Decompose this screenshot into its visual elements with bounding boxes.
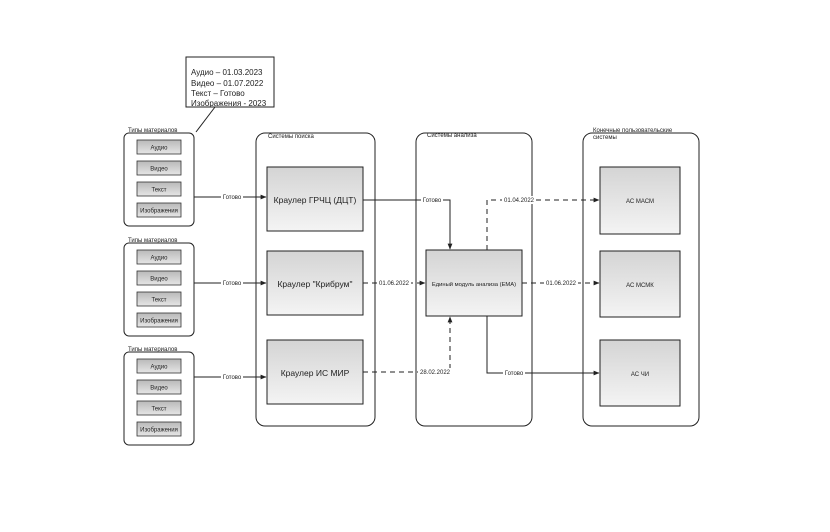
note-line-audio: Аудио – 01.03.2023 — [191, 68, 263, 77]
system-as-masm — [599, 166, 681, 235]
crawler-label: Краулер ИС МИР — [281, 368, 350, 378]
analysis-systems-title: Системы анализа — [427, 133, 477, 139]
material-item-audio — [136, 358, 182, 374]
material-item-label: Видео — [150, 386, 168, 392]
note-line-video: Видео – 01.07.2022 — [191, 79, 264, 88]
material-item-label: Аудио — [151, 256, 169, 262]
connector-group3-to-crawler3: Готово — [194, 373, 267, 381]
material-group-title: Типы материалов — [128, 347, 177, 353]
material-item-label: Изображения — [140, 428, 178, 434]
material-item-label: Изображения — [140, 319, 178, 325]
material-item-label: Видео — [150, 277, 168, 283]
edge-label: Готово — [223, 281, 242, 287]
search-systems-panel: Системы поиска Краулер ГРЧЦ (ДЦТ) Крауле… — [255, 132, 376, 427]
analysis-systems-panel: Системы анализа Единый модуль анализа (Е… — [415, 132, 533, 427]
crawler-label: Краулер "Крибрум" — [277, 279, 352, 289]
end-systems-title-line1: Конечные пользовательские — [593, 128, 673, 134]
edge-label: Готово — [423, 198, 442, 204]
search-systems-title: Системы поиска — [268, 134, 315, 140]
material-group-title: Типы материалов — [128, 238, 177, 244]
material-item-label: Аудио — [151, 146, 169, 152]
connector-group1-to-crawler1: Готово — [194, 193, 267, 201]
edge-label: Готово — [223, 195, 242, 201]
crawler-label: Краулер ГРЧЦ (ДЦТ) — [274, 195, 357, 205]
material-item-images — [136, 421, 182, 437]
edge-label: 01.06.2022 — [546, 281, 577, 287]
material-item-video — [136, 270, 182, 286]
note-line-images: Изображения - 2023 — [191, 99, 267, 108]
ema-module-label: Единый модуль анализа (ЕМА) — [432, 281, 516, 288]
connector-ema-to-chi: Готово — [486, 316, 600, 377]
edge-label: Готово — [505, 371, 524, 377]
connector-crawler3-to-ema: 28.02.2022 — [363, 316, 453, 376]
material-item-images — [136, 312, 182, 328]
ema-module — [425, 249, 523, 317]
system-label: АС ЧИ — [631, 372, 649, 378]
connector-crawler2-to-ema: 01.06.2022 — [363, 279, 426, 287]
material-item-video — [136, 160, 182, 176]
system-label: АС МАСМ — [626, 199, 654, 205]
material-item-label: Текст — [151, 407, 166, 413]
crawler-is-mir — [266, 339, 364, 405]
material-group-1: Типы материалов Аудио Видео Текст Изобра… — [123, 128, 195, 227]
connector-ema-to-msmk: 01.06.2022 — [522, 279, 600, 287]
material-item-label: Текст — [151, 188, 166, 194]
edge-label: 01.04.2022 — [504, 198, 535, 204]
system-label: АС МСМК — [626, 283, 654, 289]
release-note: Аудио – 01.03.2023 Видео – 01.07.2022 Те… — [185, 56, 275, 133]
crawler-grchc — [266, 166, 364, 232]
end-systems-panel: Конечные пользовательские системы АС МАС… — [582, 128, 700, 427]
edge-label: Готово — [223, 375, 242, 381]
material-item-images — [136, 202, 182, 218]
material-item-label: Изображения — [140, 209, 178, 215]
material-item-video — [136, 379, 182, 395]
system-as-chi — [599, 339, 681, 407]
system-as-msmk — [599, 250, 681, 318]
material-item-text — [136, 291, 182, 307]
material-item-label: Текст — [151, 298, 166, 304]
material-item-audio — [136, 249, 182, 265]
material-item-text — [136, 181, 182, 197]
material-group-title: Типы материалов — [128, 128, 177, 134]
connector-crawler1-to-ema: Готово — [363, 196, 453, 250]
material-item-label: Аудио — [151, 365, 169, 371]
end-systems-title-line2: системы — [593, 135, 617, 141]
connector-group2-to-crawler2: Готово — [194, 279, 267, 287]
edge-label: 28.02.2022 — [420, 370, 451, 376]
connector-ema-to-masm: 01.04.2022 — [486, 196, 600, 250]
material-group-2: Типы материалов Аудио Видео Текст Изобра… — [123, 238, 195, 337]
material-item-label: Видео — [150, 167, 168, 173]
note-line-text: Текст – Готово — [191, 89, 245, 98]
material-item-text — [136, 400, 182, 416]
edge-label: 01.06.2022 — [379, 281, 410, 287]
material-item-audio — [136, 139, 182, 155]
material-group-3: Типы материалов Аудио Видео Текст Изобра… — [123, 347, 195, 446]
